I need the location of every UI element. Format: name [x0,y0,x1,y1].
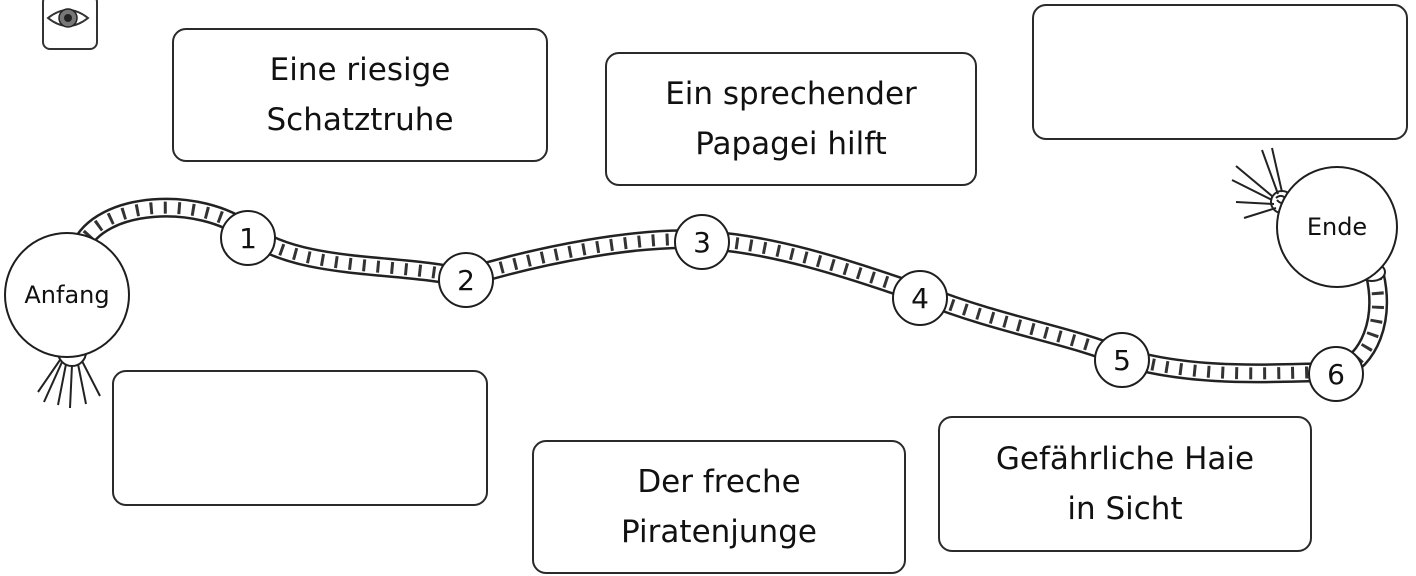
station-5: 5 [1094,332,1150,388]
station-4: 4 [892,270,948,326]
box-top-middle-line2: Papagei hilft [695,126,887,162]
end-label: Ende [1306,213,1368,241]
eye-icon [42,0,98,50]
station-1: 1 [220,210,276,266]
end-circle: Ende [1276,166,1398,288]
box-top-left-line1: Eine riesige [269,52,451,88]
start-circle: Anfang [4,232,130,358]
box-bottom-middle: Der freche Piratenjunge [532,440,906,574]
box-bottom-middle-line1: Der freche [637,464,801,500]
box-top-middle: Ein sprechender Papagei hilft [605,52,977,186]
box-bottom-left [112,370,488,506]
box-bottom-right-line2: in Sicht [1067,491,1183,527]
box-bottom-middle-line2: Piratenjunge [621,514,817,550]
box-top-right [1032,4,1408,140]
box-top-middle-line1: Ein sprechender [665,76,917,112]
station-2: 2 [438,252,494,308]
box-bottom-right: Gefährliche Haie in Sicht [938,416,1312,552]
start-label: Anfang [24,281,110,309]
station-6: 6 [1308,346,1364,402]
box-bottom-right-line1: Gefährliche Haie [995,441,1255,477]
box-top-left: Eine riesige Schatztruhe [172,28,548,162]
station-3: 3 [674,214,730,270]
box-top-left-line2: Schatztruhe [266,102,454,138]
